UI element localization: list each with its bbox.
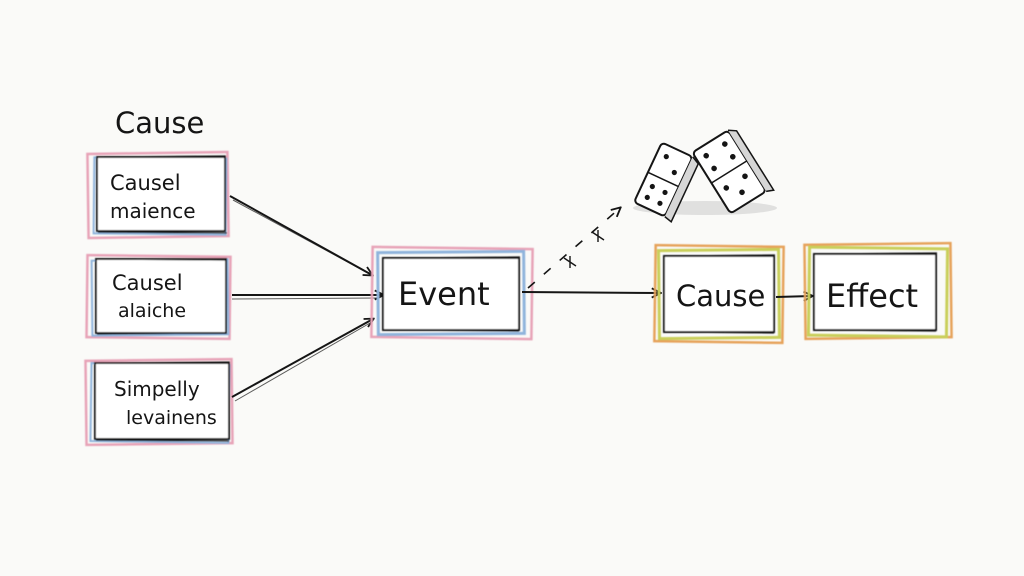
event-label: Event bbox=[398, 275, 490, 313]
cause-arrows bbox=[229, 195, 383, 402]
cause-box-2: Causel alaiche bbox=[85, 253, 232, 341]
effect-box: Effect bbox=[803, 241, 953, 341]
cause-box-3-line1: Simpelly bbox=[114, 377, 200, 401]
effect-label: Effect bbox=[826, 277, 918, 315]
cause-box-right: Cause bbox=[653, 243, 785, 345]
arrow-cause3-event bbox=[231, 319, 373, 398]
arrow-cause-effect bbox=[775, 296, 812, 297]
cause-box-1: Causel maience bbox=[86, 150, 230, 240]
cause-box-1-line1: Causel bbox=[110, 171, 181, 195]
dashed-connector bbox=[527, 208, 620, 289]
cause-heading: Cause bbox=[115, 106, 204, 140]
cause-box-3-line2: levainens bbox=[126, 407, 217, 429]
cause-box-1-line2: maience bbox=[110, 199, 196, 223]
dominoes-icon bbox=[633, 129, 777, 223]
event-box: Event bbox=[370, 245, 534, 341]
cause-box-2-line1: Causel bbox=[112, 271, 183, 295]
arrow-event-cause bbox=[521, 292, 660, 293]
cause-label-right: Cause bbox=[676, 279, 765, 313]
cause-box-3: Simpelly levainens bbox=[84, 357, 234, 447]
cause-box-2-line2: alaiche bbox=[118, 300, 186, 322]
